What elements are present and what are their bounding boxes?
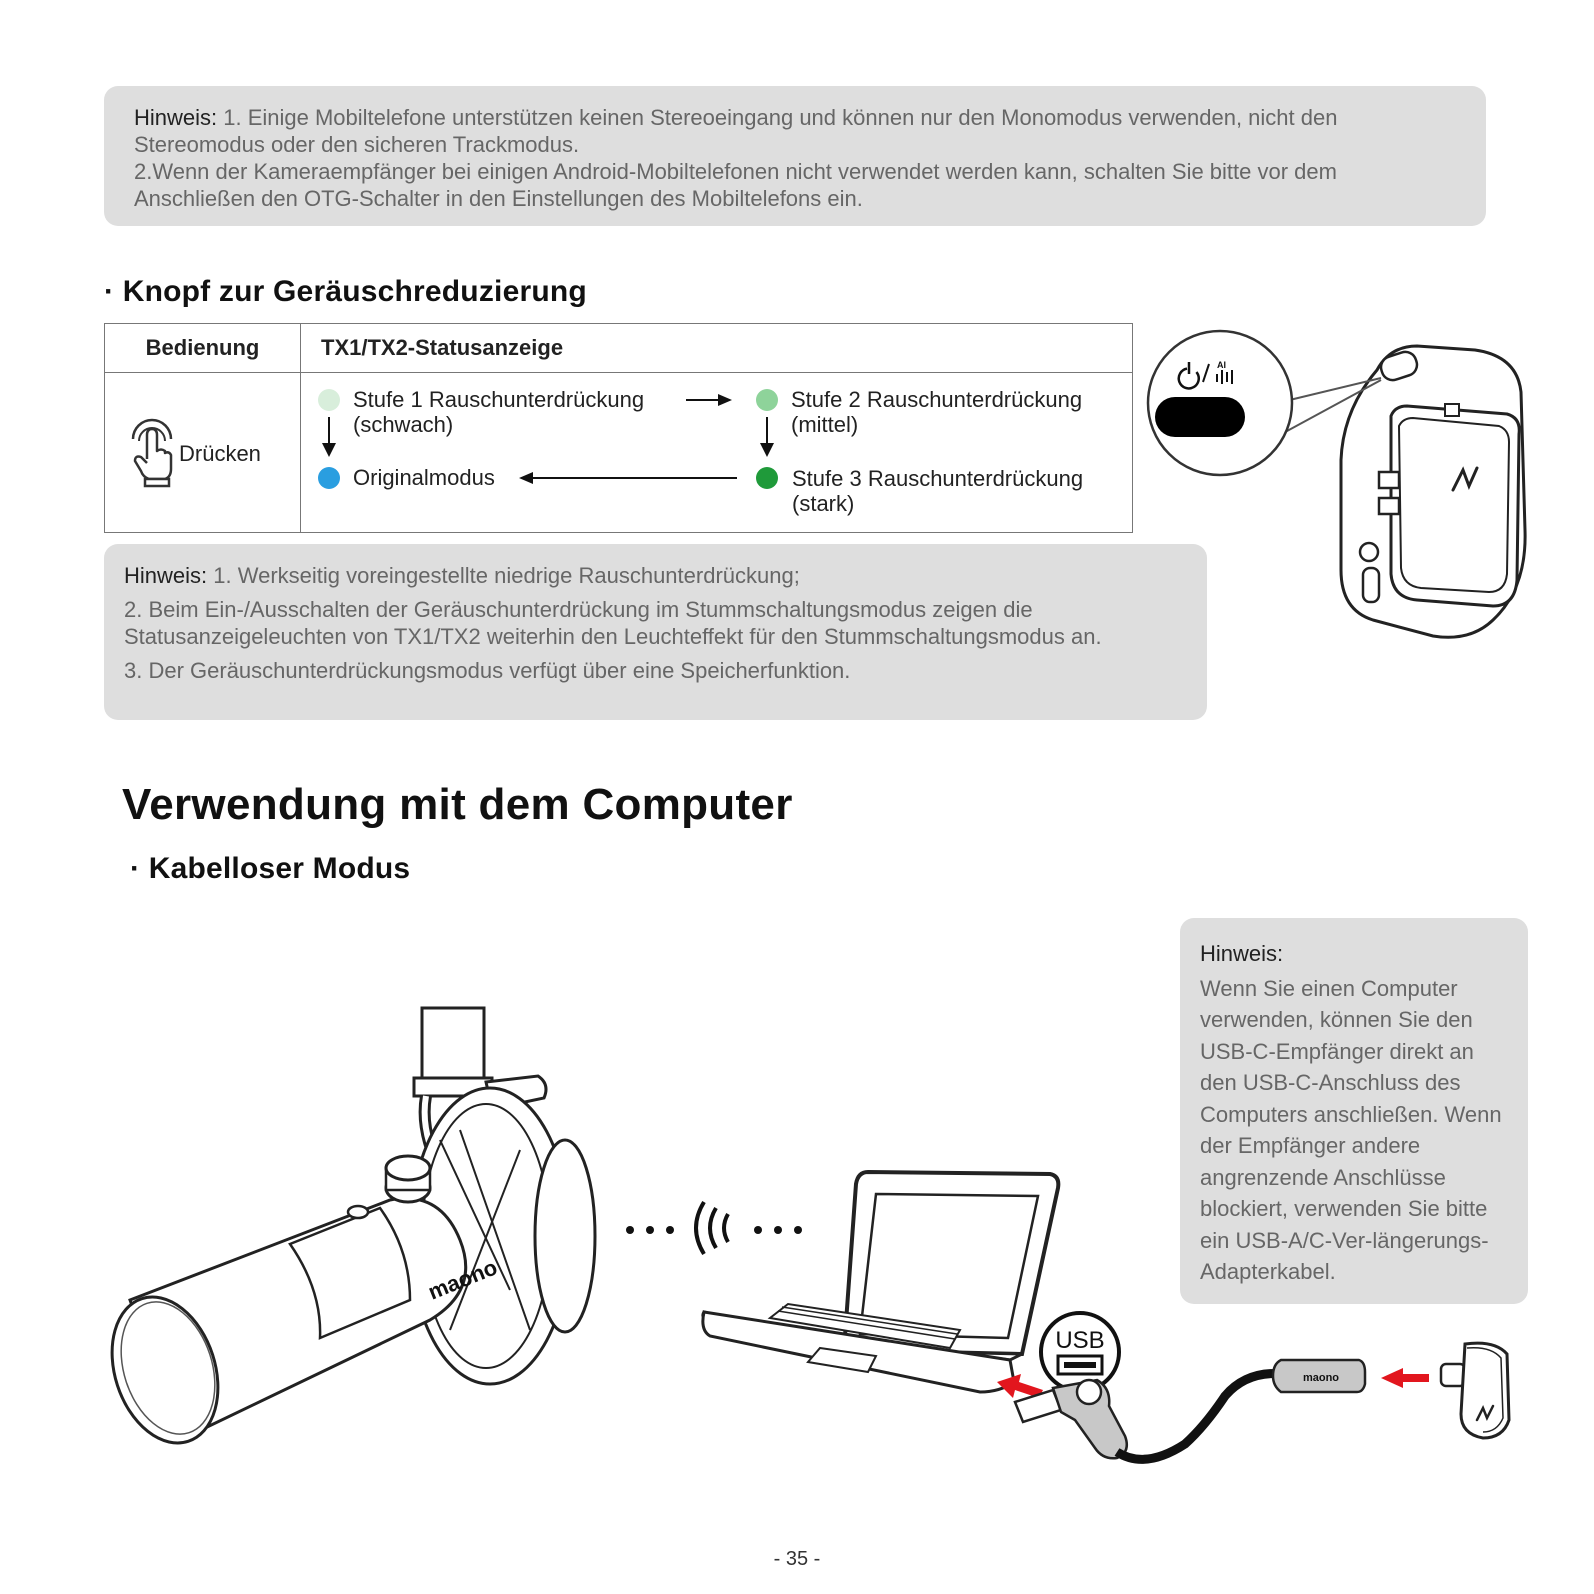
- arrow-right-icon: [686, 394, 732, 406]
- status-cell: Stufe 1 Rauschunterdrückung (schwach) St…: [300, 372, 1133, 533]
- table-header-status: TX1/TX2-Statusanzeige: [300, 323, 1133, 373]
- level3-sublabel: (stark): [792, 491, 855, 516]
- level2-sublabel: (mittel): [791, 412, 859, 437]
- wireless-signal-icon: [626, 1200, 802, 1256]
- page-number: - 35 -: [773, 1548, 821, 1570]
- laptop-illustration: [701, 1169, 1061, 1394]
- note-label: Hinweis:: [134, 105, 218, 130]
- note-label: Hinweis:: [1200, 941, 1284, 966]
- operation-press: Drücken: [179, 441, 261, 466]
- note-item-1: 1. Werkseitig voreingestellte niedrige R…: [207, 563, 800, 588]
- section-heading-wireless: · Kabelloser Modus: [130, 852, 411, 885]
- arrow-left-icon: [519, 472, 737, 484]
- arrow-down-icon: [322, 417, 336, 457]
- note-noise: Hinweis: 1. Werkseitig voreingestellte n…: [104, 544, 1207, 720]
- section-heading-noise: · Knopf zur Geräuschreduzierung: [104, 275, 587, 308]
- operation-cell: Drücken: [104, 372, 301, 533]
- note-text: Wenn Sie einen Computer verwenden, könne…: [1200, 975, 1502, 1285]
- level3-led: [756, 467, 778, 489]
- microphone-illustration: maono: [110, 1006, 597, 1445]
- usb-port-icon: USB: [1039, 1311, 1121, 1393]
- arrow-down-icon: [760, 417, 774, 457]
- level1-sublabel: (schwach): [353, 412, 454, 437]
- note-item-3: 3. Der Geräuschunterdrückungsmodus verfü…: [124, 658, 851, 683]
- original-label: Originalmodus: [353, 465, 495, 490]
- section-title-computer: Verwendung mit dem Computer: [122, 780, 793, 829]
- level1-label: Stufe 1 Rauschunterdrückung: [353, 387, 645, 412]
- table-header-operation: Bedienung: [104, 323, 301, 373]
- level2-led: [756, 389, 778, 411]
- cable-brand-label: maono: [1303, 1372, 1339, 1384]
- note-label: Hinweis:: [124, 563, 208, 588]
- note-text-2: 2.Wenn der Kameraempfänger bei einigen A…: [134, 159, 1337, 211]
- ai-icon-label: AI: [1217, 360, 1226, 370]
- note-computer: Hinweis: Wenn Sie einen Computer verwend…: [1180, 918, 1528, 1304]
- original-led: [318, 467, 340, 489]
- press-hand-icon: [131, 418, 173, 488]
- transmitter-illustration: AI: [1146, 329, 1527, 639]
- level2-label: Stufe 2 Rauschunterdrückung: [791, 387, 1083, 412]
- usb-cable-illustration: maono: [997, 1341, 1511, 1464]
- noise-table: Bedienung TX1/TX2-Statusanzeige Drücken …: [104, 323, 1133, 533]
- note-item-2: 2. Beim Ein-/Ausschalten der Geräuschunt…: [124, 597, 1102, 649]
- usb-label: USB: [1055, 1327, 1104, 1354]
- level3-label: Stufe 3 Rauschunterdrückung: [792, 466, 1084, 491]
- level1-led: [318, 389, 340, 411]
- note-text-1: 1. Einige Mobiltelefone unterstützen kei…: [134, 105, 1338, 157]
- note-top: Hinweis: 1. Einige Mobiltelefone unterst…: [104, 86, 1486, 226]
